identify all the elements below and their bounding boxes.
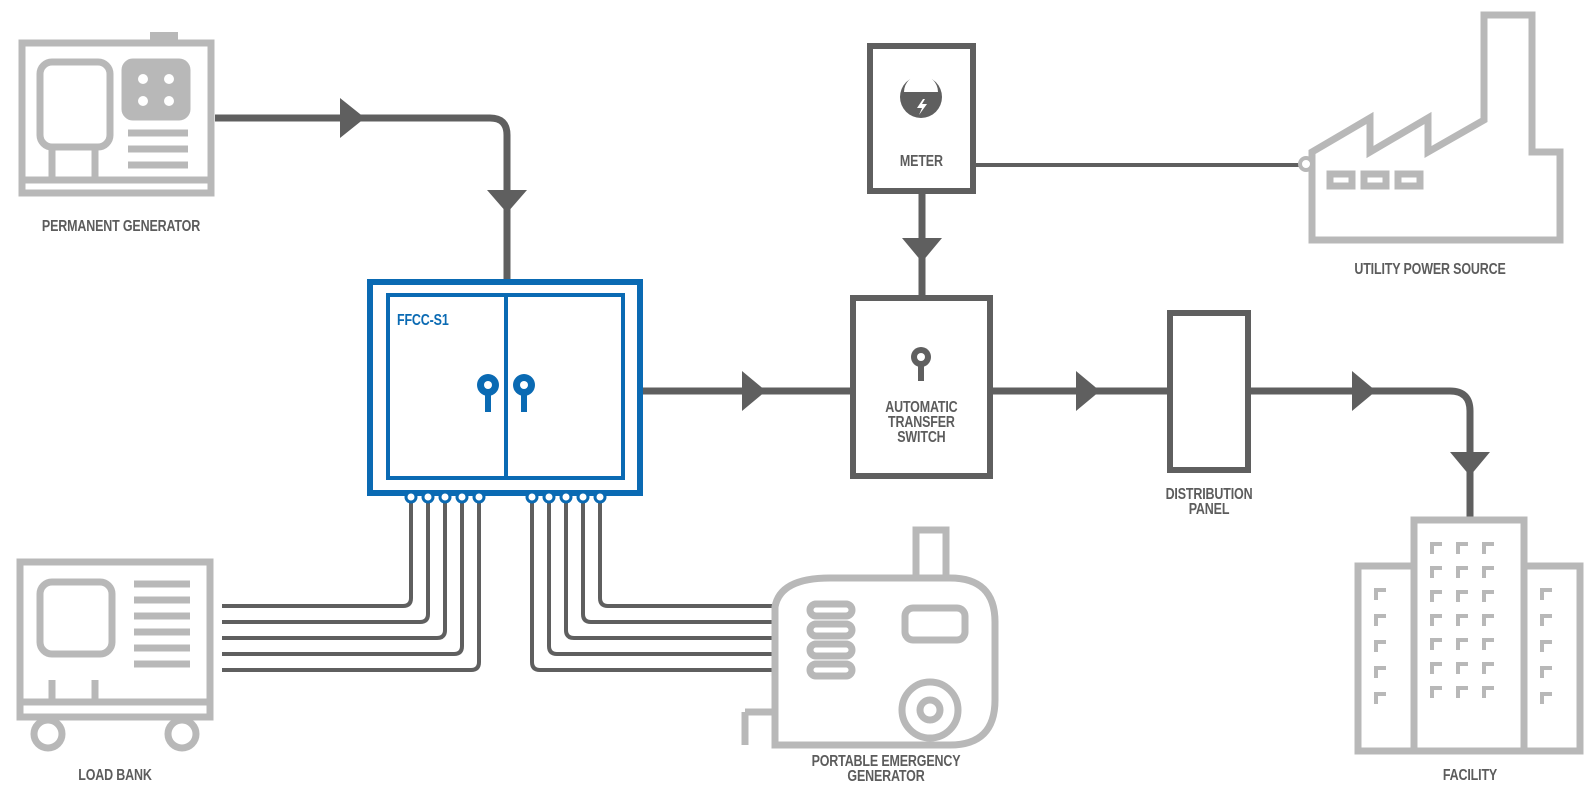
- ats-box: [850, 295, 993, 479]
- window-icon: [1374, 640, 1386, 652]
- label-permanent-generator: PERMANENT GENERATOR: [39, 218, 203, 235]
- window-icon: [1374, 692, 1386, 704]
- arrow-right-icon: [1352, 371, 1376, 411]
- label-utility: UTILITY POWER SOURCE: [1336, 261, 1523, 278]
- load-bank-icon: [16, 558, 214, 752]
- arrow-down-icon: [1450, 452, 1490, 476]
- window-icon: [1456, 686, 1468, 698]
- label-ats-line1: AUTOMATIC: [885, 399, 958, 416]
- label-distribution-line2: PANEL: [1188, 501, 1230, 518]
- label-distribution-line1: DISTRIBUTION: [1165, 486, 1253, 503]
- wheel-icon: [164, 716, 200, 752]
- window-icon: [1374, 614, 1386, 626]
- line-generator-to-ffcc: [215, 114, 511, 282]
- factory-icon: [1298, 11, 1564, 244]
- window-icon: [1482, 542, 1494, 554]
- arrow-down-icon: [487, 190, 527, 213]
- building-windows: [1374, 542, 1552, 704]
- label-load-bank-text: LOAD BANK: [78, 767, 152, 784]
- window-icon: [1540, 666, 1552, 678]
- window-icon: [1456, 638, 1468, 650]
- window-icon: [1374, 666, 1386, 678]
- arrow-right-icon: [1076, 371, 1100, 411]
- arrow-right-icon: [340, 98, 365, 138]
- label-facility-text: FACILITY: [1442, 767, 1498, 784]
- window-icon: [1482, 638, 1494, 650]
- label-meter-text: METER: [899, 153, 943, 170]
- ffcc-cabinet: [367, 279, 643, 504]
- window-icon: [1482, 590, 1494, 602]
- window-icon: [1540, 640, 1552, 652]
- cables-to-portable-generator: [530, 498, 775, 672]
- line-distribution-to-facility: [1248, 387, 1474, 520]
- window-icon: [1482, 566, 1494, 578]
- window-icon: [1430, 614, 1442, 626]
- window-icon: [1456, 662, 1468, 674]
- label-ats-line3: SWITCH: [897, 429, 946, 446]
- window-icon: [1430, 566, 1442, 578]
- generator-icon: [18, 32, 215, 197]
- window-icon: [1430, 686, 1442, 698]
- window-icon: [1456, 590, 1468, 602]
- label-permanent-generator-text: PERMANENT GENERATOR: [41, 218, 201, 235]
- label-ffcc: FFCC-S1: [397, 312, 459, 329]
- label-ffcc-text: FFCC-S1: [397, 312, 449, 329]
- meter-gauge-icon: [900, 75, 942, 118]
- building-icon: [1354, 516, 1584, 755]
- meter-box: [867, 43, 976, 194]
- window-icon: [1456, 542, 1468, 554]
- label-facility: FACILITY: [1423, 767, 1517, 784]
- label-ats: AUTOMATIC TRANSFER SWITCH: [868, 399, 975, 446]
- arrow-down-icon: [902, 238, 942, 262]
- cable-connectors: [404, 490, 607, 504]
- window-icon: [1540, 588, 1552, 600]
- window-icon: [1430, 662, 1442, 674]
- window-icon: [1456, 566, 1468, 578]
- window-icon: [1374, 588, 1386, 600]
- window-icon: [1482, 686, 1494, 698]
- label-ats-line2: TRANSFER: [888, 414, 955, 431]
- distribution-panel-box: [1167, 310, 1251, 473]
- window-icon: [1540, 614, 1552, 626]
- label-load-bank: LOAD BANK: [57, 767, 174, 784]
- window-icon: [1430, 638, 1442, 650]
- portable-generator-icon: [741, 526, 999, 749]
- label-distribution-panel: DISTRIBUTION PANEL: [1147, 486, 1270, 518]
- cables-to-load-bank: [222, 498, 481, 672]
- window-icon: [1540, 692, 1552, 704]
- wheel-icon: [30, 716, 66, 752]
- wheel-icon: [898, 678, 962, 742]
- flow-arrows: [340, 98, 1490, 476]
- window-icon: [1482, 662, 1494, 674]
- label-portable-generator: PORTABLE EMERGENCY GENERATOR: [796, 753, 977, 785]
- window-icon: [1456, 614, 1468, 626]
- label-portable-line1: PORTABLE EMERGENCY: [811, 753, 961, 770]
- label-portable-line2: GENERATOR: [847, 768, 925, 785]
- window-icon: [1430, 542, 1442, 554]
- window-icon: [1430, 590, 1442, 602]
- window-icon: [1482, 614, 1494, 626]
- label-utility-text: UTILITY POWER SOURCE: [1354, 261, 1506, 278]
- label-meter: METER: [881, 153, 961, 170]
- arrow-right-icon: [742, 371, 766, 411]
